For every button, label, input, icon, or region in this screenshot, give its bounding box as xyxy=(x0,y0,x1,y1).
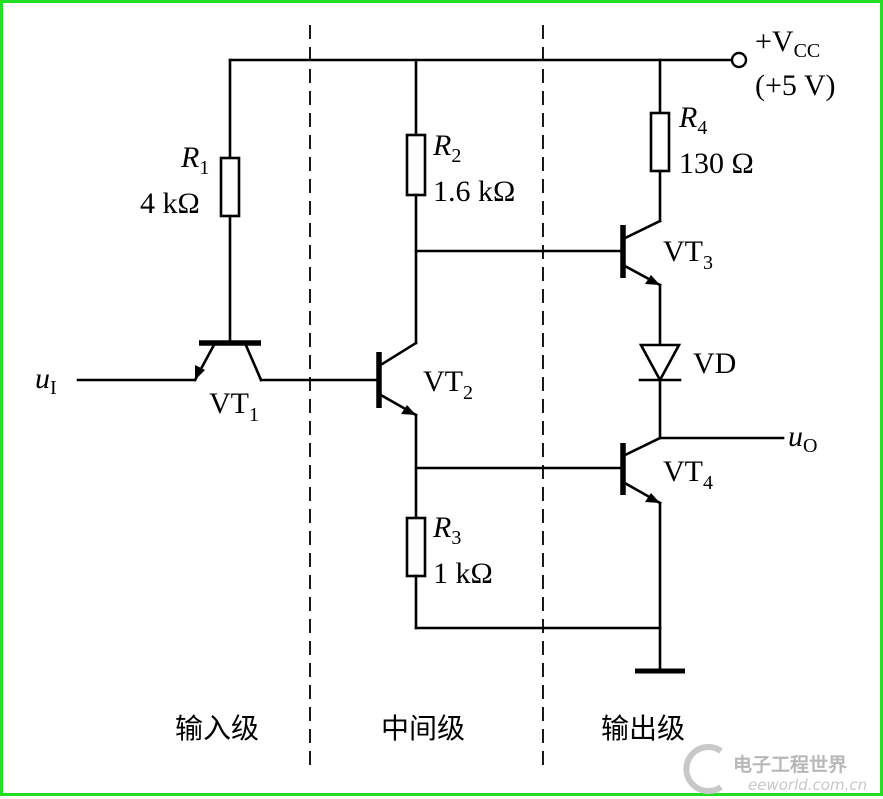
transistor-vt4 xyxy=(620,436,662,673)
r3-label: R3 xyxy=(432,511,461,549)
transistor-vt1 xyxy=(76,340,380,382)
diode-label: VD xyxy=(693,347,736,380)
stage-title-output: 输出级 xyxy=(601,712,685,745)
r4-label: R4 xyxy=(678,101,707,139)
diode-vd xyxy=(638,283,682,440)
r4-value: 130 Ω xyxy=(679,147,754,180)
r2-label: R2 xyxy=(432,129,461,167)
r3-value: 1 kΩ xyxy=(433,557,493,590)
r4-branch xyxy=(649,58,671,223)
circuit-diagram: +VCC (+5 V) R1 4 kΩ R2 1.6 kΩ R3 1 kΩ R4… xyxy=(35,25,867,794)
r2-branch xyxy=(405,58,623,345)
vcc-terminal xyxy=(730,51,748,69)
watermark: 电子工程世界 eeworld.com.cn xyxy=(683,744,867,794)
r1-branch xyxy=(219,58,241,345)
stage-title-middle: 中间级 xyxy=(381,712,465,745)
input-label: uI xyxy=(35,362,57,399)
resistor-r4 xyxy=(649,111,671,173)
vcc-rail xyxy=(228,51,748,69)
transistor-vt3 xyxy=(620,219,662,287)
r3-branch xyxy=(405,413,662,630)
vt4-label: VT4 xyxy=(663,455,713,494)
output-label: uO xyxy=(788,420,817,457)
stage-title-input: 输入级 xyxy=(175,712,259,745)
watermark-logo-icon xyxy=(683,744,723,794)
vt2-label: VT2 xyxy=(423,365,473,404)
vcc-label: +VCC xyxy=(755,25,820,62)
watermark-url: eeworld.com.cn xyxy=(748,776,867,794)
watermark-brand: 电子工程世界 xyxy=(733,753,847,776)
r2-value: 1.6 kΩ xyxy=(433,175,515,208)
vcc-value: (+5 V) xyxy=(755,69,836,102)
resistor-r1 xyxy=(219,156,241,218)
r1-value: 4 kΩ xyxy=(140,187,200,220)
transistor-vt2 xyxy=(376,341,418,417)
vt3-label: VT3 xyxy=(663,235,713,274)
vt1-label: VT1 xyxy=(209,387,259,426)
resistor-r3 xyxy=(405,516,427,578)
r1-label: R1 xyxy=(180,141,209,179)
resistor-r2 xyxy=(405,133,427,197)
